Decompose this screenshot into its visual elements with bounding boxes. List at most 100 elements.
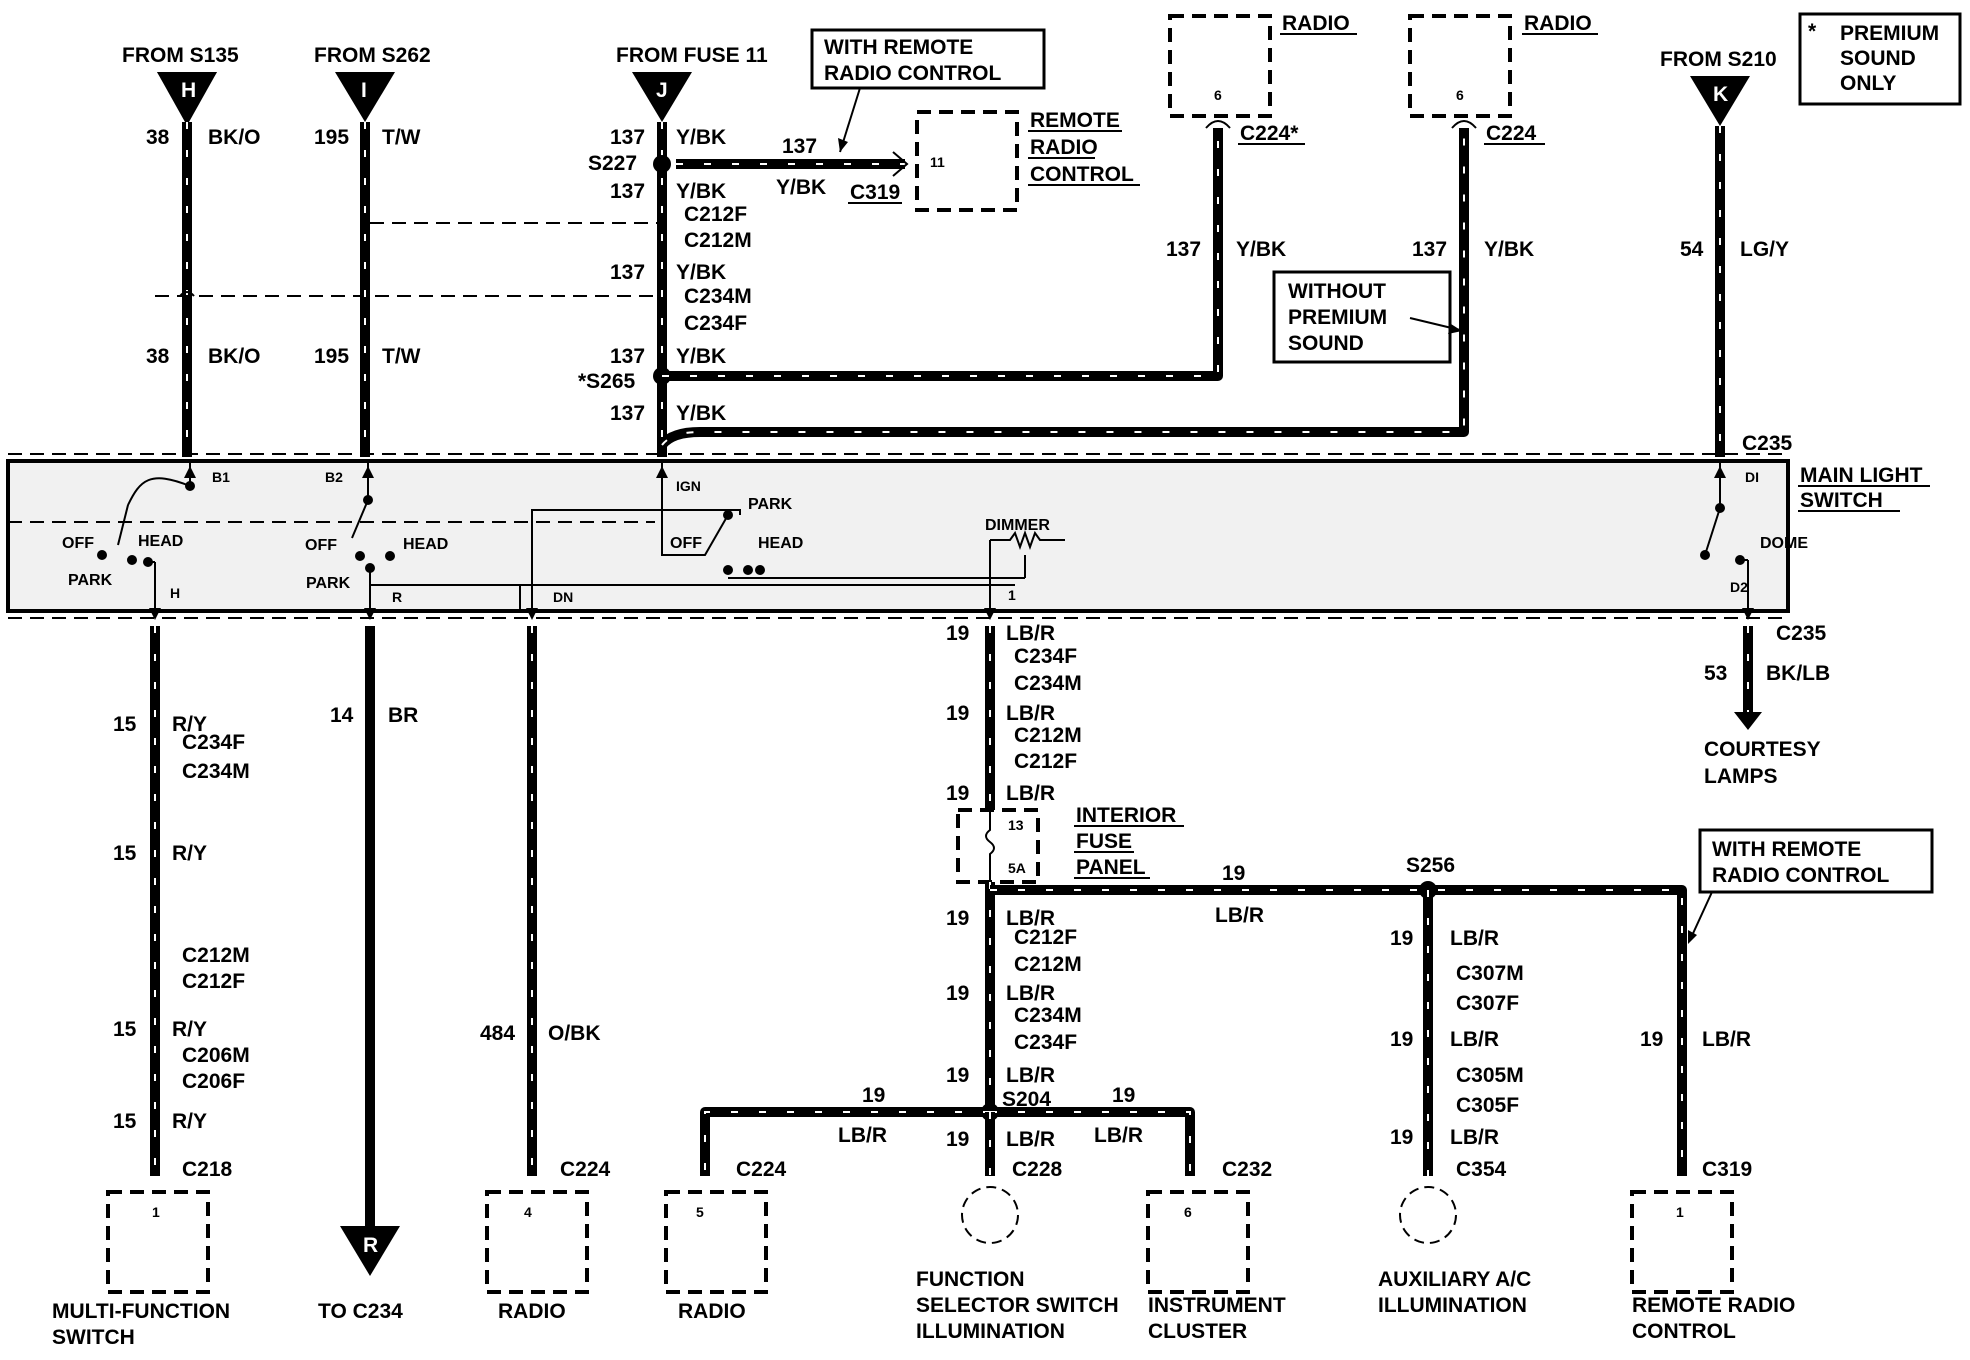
ill-wire-num-4: 19 [946, 907, 969, 930]
j-wire-color-4: Y/BK [676, 345, 726, 368]
k-wire-color: LG/Y [1740, 238, 1789, 261]
circuit-radio-dn: 484 O/BK C224 4 RADIO [480, 626, 611, 1323]
conn-c212m-ill: C212M [1014, 724, 1082, 747]
mf-wire-num-4: 15 [113, 1110, 137, 1133]
aux-wire-color-2: LB/R [1450, 1028, 1499, 1051]
note-remote-top-1: WITH REMOTE [824, 36, 973, 59]
j-wire-color-2: Y/BK [676, 180, 726, 203]
mf-wire-color-3: R/Y [172, 1018, 207, 1041]
fuse-branch-color: LB/R [1215, 904, 1264, 927]
radio-ill-label: RADIO [678, 1300, 746, 1323]
to-c234-label: TO C234 [318, 1300, 403, 1323]
radio-dn-label: RADIO [498, 1300, 566, 1323]
note-without-1: WITHOUT [1288, 280, 1386, 303]
circuit-to-c234: R 14 BR TO C234 [318, 626, 418, 1323]
connector-h: H [181, 79, 196, 102]
note-remote-top-2: RADIO CONTROL [824, 62, 1001, 85]
circuit-courtesy: C235 53 BK/LB COURTESY LAMPS [1704, 622, 1830, 788]
aux-wire-num-2: 19 [1390, 1028, 1413, 1051]
mf-wire-color-4: R/Y [172, 1110, 207, 1133]
radio-premium-wire-num: 137 [1166, 238, 1201, 261]
conn-c212f-top: C212F [684, 203, 747, 226]
switch-ign: IGN [676, 478, 701, 494]
switch-off-3: OFF [670, 535, 702, 552]
j-wire-num-4: 137 [610, 345, 645, 368]
remote-radio-3: CONTROL [1030, 163, 1134, 186]
switch-head-1: HEAD [138, 533, 183, 550]
conn-c234m-ill2: C234M [1014, 1004, 1082, 1027]
circuit-j: FROM FUSE 11 J 137 Y/BK S227 137 Y/BK C2… [578, 28, 1469, 457]
conn-c224-top: C224 [1486, 122, 1537, 145]
conn-c234f-ill: C234F [1014, 645, 1077, 668]
aux-wire-num-3: 19 [1390, 1126, 1413, 1149]
circuit-h: FROM S135 H 38 BK/O 38 BK/O [122, 44, 662, 457]
mf-wire-num-1: 15 [113, 713, 137, 736]
conn-c234m-mf: C234M [182, 760, 250, 783]
conn-c232: C232 [1222, 1158, 1272, 1181]
h-wire-color-1: BK/O [208, 126, 261, 149]
conn-c206f-mf: C206F [182, 1070, 245, 1093]
mf-label-1: MULTI-FUNCTION [52, 1300, 230, 1323]
conn-c212f-ill: C212F [1014, 750, 1077, 773]
switch-title-2: SWITCH [1800, 489, 1883, 512]
main-light-switch: B1 B2 IGN DI D2 OFF HEAD PARK OFF HEAD P… [6, 453, 1930, 620]
splice-s227: S227 [588, 152, 637, 175]
ill-wire-color-5: LB/R [1006, 982, 1055, 1005]
j-wire-num-1: 137 [610, 126, 645, 149]
switch-park-2: PARK [306, 575, 351, 592]
h-wire-num-2: 38 [146, 345, 170, 368]
conn-c234f-ill2: C234F [1014, 1031, 1077, 1054]
conn-c234f-top: C234F [684, 312, 747, 335]
func-sel-1: FUNCTION [916, 1268, 1025, 1291]
conn-c212m-ill2: C212M [1014, 953, 1082, 976]
fuse-panel-1: INTERIOR [1076, 804, 1176, 827]
radio-premium-label: RADIO [1282, 12, 1350, 35]
conn-c218: C218 [182, 1158, 233, 1181]
ill-wire-color-4: LB/R [1006, 907, 1055, 930]
note-without-2: PREMIUM [1288, 306, 1387, 329]
switch-head-3: HEAD [758, 535, 803, 552]
splice-s265: *S265 [578, 370, 636, 393]
aux-label-2: ILLUMINATION [1378, 1294, 1527, 1317]
switch-park-1: PARK [68, 572, 113, 589]
splice-s256: S256 [1406, 854, 1455, 877]
d2-wire-num: 53 [1704, 662, 1727, 685]
ill-wire-color-2: LB/R [1006, 702, 1055, 725]
mf-label-2: SWITCH [52, 1326, 135, 1349]
cluster-label-1: INSTRUMENT [1148, 1294, 1286, 1317]
conn-c224-ill: C224 [736, 1158, 787, 1181]
h-wire-num-1: 38 [146, 126, 170, 149]
conn-c234m-ill: C234M [1014, 672, 1082, 695]
s227-branch-color: Y/BK [776, 176, 826, 199]
ill-wire-num-3: 19 [946, 782, 969, 805]
fuse-branch-num: 19 [1222, 862, 1245, 885]
conn-c319-top: C319 [850, 181, 900, 204]
conn-c354: C354 [1456, 1158, 1507, 1181]
ill-wire-color-6: LB/R [1006, 1064, 1055, 1087]
from-s135-label: FROM S135 [122, 44, 239, 67]
conn-c319-bottom: C319 [1702, 1158, 1752, 1181]
fuse-panel-3: PANEL [1076, 856, 1146, 879]
k-wire-num: 54 [1680, 238, 1704, 261]
radio-premium-wire-color: Y/BK [1236, 238, 1286, 261]
from-fuse11-label: FROM FUSE 11 [616, 44, 768, 67]
r-wire-num: 14 [330, 704, 354, 727]
ill-wire-num-1: 19 [946, 622, 969, 645]
switch-dn: DN [553, 589, 573, 605]
conn-c206m-mf: C206M [182, 1044, 250, 1067]
switch-dimmer: DIMMER [985, 517, 1050, 534]
fuse-panel-2: FUSE [1076, 830, 1132, 853]
switch-title-1: MAIN LIGHT [1800, 464, 1923, 487]
pin-1-mf: 1 [152, 1204, 160, 1220]
d2-wire-color: BK/LB [1766, 662, 1830, 685]
aux-wire-num-1: 19 [1390, 927, 1413, 950]
i-wire-num-2: 195 [314, 345, 349, 368]
conn-c235-bottom: C235 [1776, 622, 1827, 645]
r-wire-color: BR [388, 704, 418, 727]
switch-off-1: OFF [62, 535, 94, 552]
ill-wire-num-6: 19 [946, 1064, 969, 1087]
pin-5-radio: 5 [696, 1204, 704, 1220]
conn-c307f: C307F [1456, 992, 1519, 1015]
mf-wire-num-2: 15 [113, 842, 137, 865]
